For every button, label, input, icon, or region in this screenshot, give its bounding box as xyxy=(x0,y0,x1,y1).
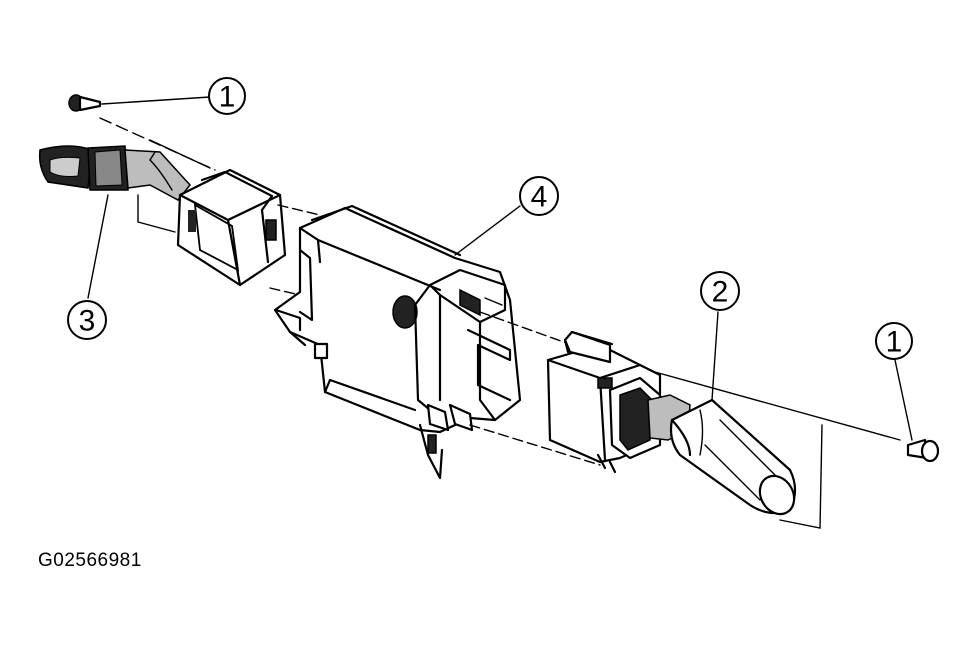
leader-1-top xyxy=(101,96,211,105)
screw-top-left xyxy=(68,94,102,112)
callout-label: 4 xyxy=(531,181,548,214)
assembly-line-mid-right-2 xyxy=(469,424,601,466)
callout-label: 2 xyxy=(712,276,729,309)
callout-label: 1 xyxy=(886,326,903,359)
assembly-line-mid-left xyxy=(277,204,321,216)
callout-1-right: 1 xyxy=(875,322,913,360)
leader-4 xyxy=(454,205,521,256)
callout-4: 4 xyxy=(519,176,559,216)
turn-signal-switch xyxy=(38,139,287,287)
callout-label: 1 xyxy=(219,81,236,114)
callout-label: 3 xyxy=(79,305,96,338)
leader-3 xyxy=(87,194,109,299)
assembly-line-mid-left-2 xyxy=(269,287,301,296)
callout-3: 3 xyxy=(67,300,107,340)
leader-2 xyxy=(711,311,719,401)
combination-switch-body xyxy=(273,204,522,480)
assembly-line-right xyxy=(654,371,901,441)
callout-1-top: 1 xyxy=(208,77,246,115)
figure-code: G02566981 xyxy=(38,550,142,571)
assembly-bracket-right xyxy=(779,424,823,529)
screw-right xyxy=(906,438,940,463)
wiper-washer-switch xyxy=(546,330,797,516)
leader-1-right xyxy=(894,359,913,441)
callout-2: 2 xyxy=(700,271,740,311)
